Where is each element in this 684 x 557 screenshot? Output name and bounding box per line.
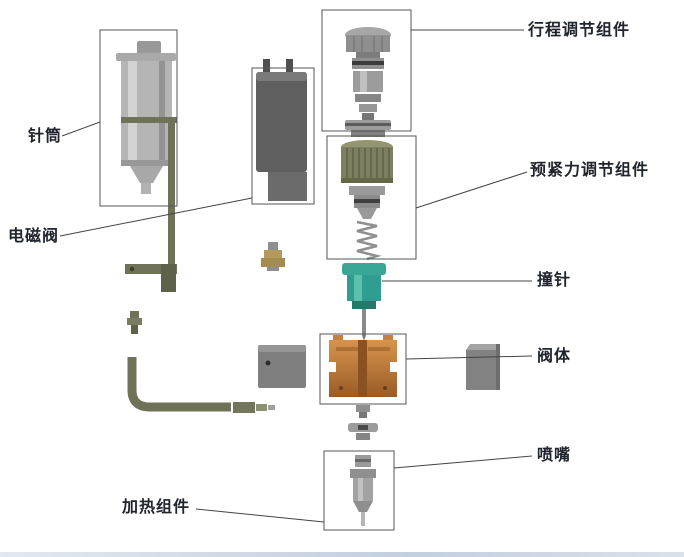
- leader-solenoid: [59, 197, 253, 237]
- leader-preload: [415, 171, 528, 209]
- label-heating-assembly: 加热组件: [122, 499, 191, 516]
- leader-heater: [195, 508, 325, 523]
- l-bracket-graphic: [125, 264, 177, 292]
- box-nozzle: [323, 450, 395, 531]
- label-striker-pin: 撞针: [537, 272, 572, 289]
- leader-nozzle: [393, 455, 533, 469]
- label-valve-body: 阀体: [537, 348, 572, 365]
- box-stroke-adjust: [321, 9, 412, 132]
- stroke-adjust-graphic: [345, 27, 391, 121]
- coupler-stack-graphic: [345, 120, 391, 137]
- striker-housing-graphic: [342, 263, 386, 309]
- label-preload-adjust: 预紧力调节组件: [530, 162, 650, 179]
- leader-lines: [59, 29, 533, 523]
- side-block-graphic: [466, 344, 500, 390]
- valve-body-graphic: [329, 335, 397, 397]
- bottom-edge-strip: [0, 552, 684, 557]
- air-fitting-graphic: [261, 242, 285, 271]
- box-preload: [326, 135, 417, 260]
- striker-pin-graphic: [362, 309, 366, 341]
- actuator-rod-graphic: [121, 117, 177, 267]
- label-syringe: 针筒: [28, 128, 63, 145]
- label-solenoid-valve: 电磁阀: [8, 228, 60, 245]
- seal-parts-graphic: [348, 405, 378, 440]
- nozzle-graphic: [350, 455, 376, 526]
- component-boxes: [99, 9, 417, 531]
- box-valve-body: [319, 333, 407, 405]
- box-solenoid: [251, 67, 315, 205]
- syringe-graphic: [116, 41, 176, 194]
- box-syringe: [99, 29, 178, 207]
- leader-valve-body: [405, 355, 533, 360]
- label-nozzle: 喷嘴: [537, 447, 572, 464]
- solenoid-valve-graphic: [256, 59, 307, 201]
- fitting-screw-graphic: [127, 311, 142, 334]
- preload-adjust-graphic: [341, 140, 393, 261]
- mount-block-graphic: [258, 345, 306, 388]
- leader-syringe: [61, 121, 101, 137]
- bent-tube-graphic: [127, 357, 275, 413]
- label-stroke-adjust: 行程调节组件: [528, 22, 631, 39]
